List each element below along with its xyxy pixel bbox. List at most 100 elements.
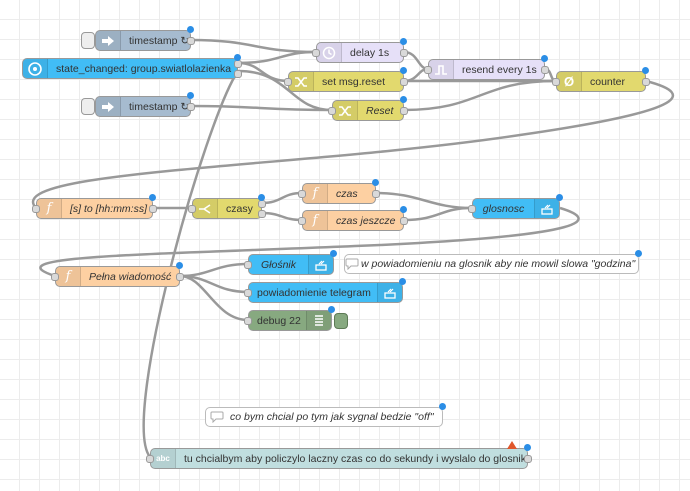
output-port[interactable] <box>372 190 380 198</box>
input-port[interactable] <box>146 455 154 463</box>
output-port[interactable] <box>187 103 195 111</box>
output-port-1[interactable] <box>258 200 266 208</box>
input-port[interactable] <box>244 261 252 269</box>
node-label: delay 1s <box>350 46 390 59</box>
debug-node[interactable]: debug 22 <box>244 306 348 331</box>
input-port[interactable] <box>298 190 306 198</box>
state-changed-node[interactable]: state_changed: group.swiatlolazienka <box>22 54 242 79</box>
changed-indicator <box>330 250 337 257</box>
wire <box>179 274 249 294</box>
input-port[interactable] <box>298 217 306 225</box>
wire <box>403 206 473 222</box>
input-port[interactable] <box>284 78 292 86</box>
output-port[interactable] <box>642 78 650 86</box>
node-label: timestamp ↻ <box>129 100 190 113</box>
input-port[interactable] <box>32 205 40 213</box>
wire <box>375 191 473 210</box>
output-port-2[interactable] <box>258 210 266 218</box>
timestamp-inject-node[interactable]: timestamp ↻ <box>81 26 195 51</box>
changed-indicator <box>400 38 407 45</box>
function-icon: f <box>303 184 328 203</box>
comment-label: w powiadomieniu na glosnik aby nie mowil… <box>361 258 636 270</box>
comment-node[interactable]: co bym chcial po tym jak sygnal bedzie "… <box>205 403 446 427</box>
comment-node[interactable]: w powiadomieniu na glosnik aby nie mowil… <box>344 250 642 274</box>
changed-indicator <box>524 444 531 451</box>
debug-toggle-button[interactable] <box>334 313 348 329</box>
changed-indicator <box>635 250 642 257</box>
wire <box>142 70 240 458</box>
input-port[interactable] <box>552 78 560 86</box>
changed-indicator <box>439 403 446 410</box>
warning-triangle-icon <box>507 441 517 449</box>
home-assistant-icon <box>23 59 48 78</box>
input-port[interactable] <box>312 49 320 57</box>
output-port[interactable] <box>541 66 549 74</box>
changed-indicator <box>556 194 563 201</box>
node-label: czas jeszcze <box>336 214 396 227</box>
node-label: resend every 1s <box>462 63 537 76</box>
input-port[interactable] <box>51 273 59 281</box>
output-port[interactable] <box>400 78 408 86</box>
output-port[interactable] <box>524 455 532 463</box>
counter-node[interactable]: Ø counter <box>552 67 650 92</box>
node-label: czasy <box>226 202 253 215</box>
inject-button[interactable] <box>81 32 95 49</box>
call-service-node[interactable]: glosnosc <box>468 194 563 219</box>
service-icon <box>534 199 559 218</box>
node-label: set msg.reset <box>322 75 386 88</box>
output-port[interactable] <box>149 205 157 213</box>
service-icon <box>377 283 402 302</box>
function-node[interactable]: f czas jeszcze <box>298 206 408 231</box>
function-node[interactable]: f [s] to [hh:mm:ss] <box>32 194 157 219</box>
service-icon <box>308 255 333 274</box>
delay-node[interactable]: delay 1s <box>312 38 408 63</box>
node-label: counter <box>590 75 626 88</box>
change-node[interactable]: set msg.reset <box>284 67 408 92</box>
output-port-1[interactable] <box>234 60 242 68</box>
node-label: Głośnik <box>260 258 296 271</box>
call-service-node[interactable]: Głośnik <box>244 250 337 275</box>
changed-indicator <box>176 262 183 269</box>
node-label: state_changed: group.swiatlolazienka <box>56 62 232 75</box>
call-service-node[interactable]: powiadomienie telegram <box>244 278 406 303</box>
input-port[interactable] <box>328 107 336 115</box>
output-port-2[interactable] <box>234 70 242 78</box>
trigger-icon <box>429 60 454 79</box>
function-icon: f <box>303 211 328 230</box>
output-port[interactable] <box>400 49 408 57</box>
changed-indicator <box>372 179 379 186</box>
function-icon: f <box>56 267 81 286</box>
trigger-node[interactable]: resend every 1s <box>424 55 549 80</box>
node-label: debug 22 <box>257 314 301 327</box>
arrow-right-icon <box>96 97 121 116</box>
debug-list-icon <box>306 311 331 330</box>
changed-indicator <box>328 306 335 313</box>
changed-indicator <box>187 26 194 33</box>
template-node[interactable]: abc tu chcialbym aby policzylo laczny cz… <box>146 441 532 469</box>
wire <box>190 104 333 112</box>
output-port[interactable] <box>176 273 184 281</box>
changed-indicator <box>400 206 407 213</box>
changed-indicator <box>234 54 241 61</box>
node-label: czas <box>336 187 358 200</box>
function-node[interactable]: f Pełna wiadomość <box>51 262 184 287</box>
node-label: [s] to [hh:mm:ss] <box>70 202 148 215</box>
output-port[interactable] <box>400 107 408 115</box>
speech-bubble-icon <box>206 408 228 426</box>
changed-indicator <box>642 67 649 74</box>
changed-indicator <box>400 96 407 103</box>
output-port[interactable] <box>187 37 195 45</box>
inject-button[interactable] <box>81 98 95 115</box>
node-label: Reset <box>366 104 394 117</box>
input-port[interactable] <box>244 289 252 297</box>
input-port[interactable] <box>424 66 432 74</box>
output-port[interactable] <box>400 217 408 225</box>
input-port[interactable] <box>468 205 476 213</box>
change-node[interactable]: Reset <box>328 96 408 121</box>
switch-node[interactable]: czasy <box>188 194 266 219</box>
template-abc-icon: abc <box>151 449 176 468</box>
input-port[interactable] <box>188 205 196 213</box>
timestamp-inject-node[interactable]: timestamp ↻ <box>81 92 195 117</box>
function-node[interactable]: f czas <box>298 179 380 204</box>
input-port[interactable] <box>244 317 252 325</box>
